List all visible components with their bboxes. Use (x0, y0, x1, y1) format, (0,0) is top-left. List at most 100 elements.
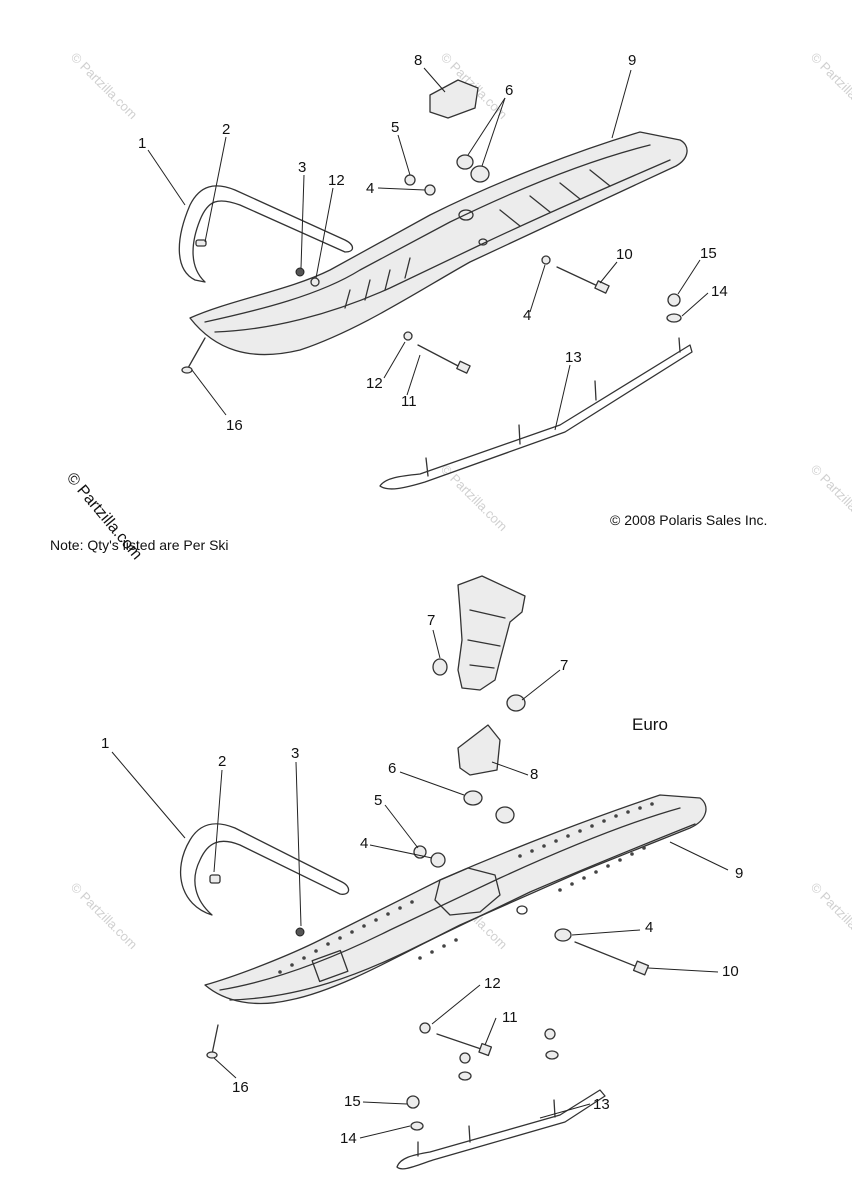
bushing-6b (495, 806, 515, 824)
callout-number: 12 (484, 975, 501, 992)
bolt-10-head (594, 280, 610, 294)
washer-4 (424, 184, 436, 196)
washer-4-lower (554, 928, 572, 942)
callout-number: 2 (222, 121, 230, 138)
callout-number: 6 (388, 760, 396, 777)
ski-saddle (434, 867, 501, 916)
watermark: © Partzilla.com (438, 462, 511, 535)
nut-3 (295, 927, 305, 937)
washer-12 (310, 277, 320, 287)
washer-12 (419, 1022, 431, 1034)
callout-number: 10 (722, 963, 739, 980)
callout-number: 15 (344, 1093, 361, 1110)
wear-bar-studs (425, 337, 681, 477)
nut-15 (459, 1052, 471, 1064)
spindle-bracket (457, 575, 526, 691)
bushing-6b (470, 165, 490, 183)
watermark: © Partzilla.com (808, 880, 852, 953)
screw-16-head (206, 1051, 218, 1059)
bushing-7a (432, 658, 448, 676)
handle-pin (195, 239, 207, 247)
callout-number: 13 (593, 1096, 610, 1113)
callout-number: 4 (360, 835, 368, 852)
callout-number: 16 (226, 417, 243, 434)
nut-15 (544, 1028, 556, 1040)
euro-callouts: 7 7 1 2 3 6 5 4 8 9 4 10 12 11 15 14 13 … (101, 612, 743, 1147)
top-callouts: 1 2 3 12 5 4 8 6 9 10 15 14 4 12 11 16 1… (138, 52, 728, 434)
callout-number: 1 (101, 735, 109, 752)
callout-number: 12 (366, 375, 383, 392)
washer-4 (430, 852, 446, 868)
nut-3 (295, 267, 305, 277)
callout-number: 10 (616, 246, 633, 263)
wear-bar (379, 344, 693, 490)
watermark-layer: © Partzilla.com © Partzilla.com © Partzi… (68, 50, 852, 953)
callout-number: 2 (218, 753, 226, 770)
watermark: © Partzilla.com (68, 50, 141, 123)
washer-14 (410, 1121, 424, 1131)
bolt-10-head (632, 960, 650, 976)
callout-number: 8 (414, 52, 422, 69)
ski-loop-handle (179, 823, 350, 916)
screw-16-head (181, 366, 193, 374)
spindle-insert (457, 724, 501, 776)
quantity-note: Note: Qty's listed are Per Ski (50, 537, 229, 553)
ski-loop-handle (178, 185, 354, 283)
bolt-10 (556, 266, 603, 289)
screw-16 (211, 1024, 219, 1055)
bushing-6a (456, 154, 474, 170)
callout-number: 8 (530, 766, 538, 783)
watermark: © Partzilla.com (68, 880, 141, 953)
callout-number: 4 (523, 307, 531, 324)
callout-number: 1 (138, 135, 146, 152)
callout-number: 3 (291, 745, 299, 762)
callout-number: 5 (391, 119, 399, 136)
callout-number: 12 (328, 172, 345, 189)
bolt-11-head (478, 1042, 493, 1057)
bushing-6a (463, 790, 483, 806)
top-leaders (147, 67, 709, 431)
screw-16 (187, 337, 206, 369)
ski-keel (229, 823, 696, 1001)
callout-number: 4 (366, 180, 374, 197)
ski-inner-rail (204, 144, 651, 323)
nut-5 (404, 174, 416, 186)
spindle-bracket-detail (467, 609, 506, 669)
ski-pivot-hole (458, 209, 474, 221)
callout-number: 7 (427, 612, 435, 629)
copyright-text: © 2008 Polaris Sales Inc. (610, 512, 768, 528)
ski-body (189, 131, 688, 356)
euro-ski-assembly (179, 575, 707, 1170)
nut-15 (406, 1095, 420, 1109)
callout-number: 9 (628, 52, 636, 69)
callout-number: 11 (502, 1009, 518, 1026)
ski-keel (214, 159, 671, 333)
ski-ribs (344, 169, 611, 309)
callout-number: 3 (298, 159, 306, 176)
ski-block (311, 949, 349, 983)
callout-number: 14 (711, 283, 728, 300)
spindle-insert (429, 79, 479, 119)
callout-number: 15 (700, 245, 717, 262)
callout-number: 4 (645, 919, 653, 936)
washer-14 (666, 313, 682, 323)
ski-inner-rail (219, 807, 681, 991)
ski-pivot-hole (516, 905, 528, 915)
bolt-11-head (456, 360, 471, 374)
ski-pivot-hole-lower (478, 238, 488, 246)
bolt-11 (436, 1033, 485, 1051)
watermark: © Partzilla.com (808, 462, 852, 535)
callout-number: 14 (340, 1130, 357, 1147)
callout-number: 11 (401, 393, 417, 410)
callout-number: 16 (232, 1079, 249, 1096)
euro-leaders (111, 629, 729, 1139)
bolt-10 (574, 941, 641, 969)
washer-12-lower (403, 331, 413, 341)
callout-number: 13 (565, 349, 582, 366)
handle-pin (209, 874, 221, 884)
washer-14 (458, 1071, 472, 1081)
callout-number: 6 (505, 82, 513, 99)
washer-14 (545, 1050, 559, 1060)
euro-variant-label: Euro (632, 715, 668, 734)
